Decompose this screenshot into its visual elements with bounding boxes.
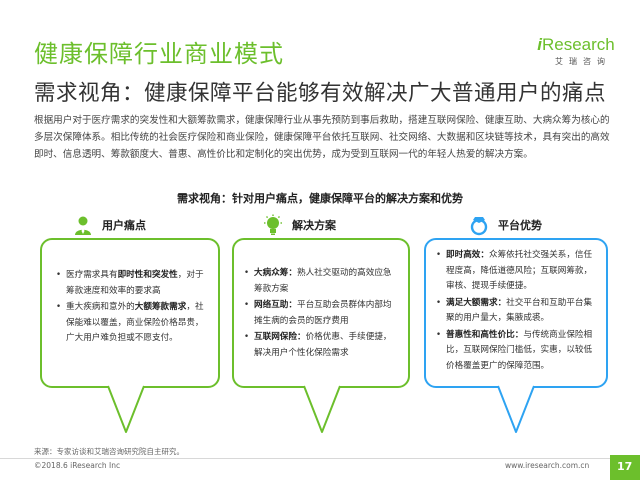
logo-research: Research [541, 35, 615, 54]
logo-i: i [537, 35, 542, 54]
advantages-list: 即时高效：众筹依托社交强关系，信任程度高，降低道德风险；互联网筹款，审核、提现手… [436, 248, 596, 374]
logo-wordmark: iResearch [526, 35, 626, 55]
ring-icon [468, 214, 490, 236]
iresearch-logo: iResearch 艾瑞咨询 [526, 35, 626, 67]
pain-points-card: 医疗需求具有即时性和突发性，对于筹款速度和效率的要求高 重大疾病和意外的大额筹款… [40, 238, 220, 388]
solutions-card-tail [303, 384, 341, 433]
list-item: 普惠性和高性价比：与传统商业保险相比，互联网保险门槛低，实惠，以较低价格覆盖更广… [436, 328, 596, 375]
section-heading: 需求视角：针对用户痛点，健康保障平台的解决方案和优势 [177, 192, 463, 205]
list-item: 医疗需求具有即时性和突发性，对于筹款速度和效率的要求高 [56, 268, 208, 299]
copyright: ©2018.6 iResearch Inc [34, 461, 121, 470]
intro-paragraph: 根据用户对于医疗需求的突发性和大额筹款需求，健康保障行业从事先预防到事后救助，搭… [34, 115, 610, 160]
lightbulb-icon [262, 214, 284, 236]
list-item: 互联网保险：价格优惠、手续便捷，解决用户个性化保险需求 [244, 330, 398, 361]
solutions-list: 大病众筹：熟人社交驱动的高效应急筹款方案 网络互助：平台互助会员群体内部均摊生病… [244, 266, 398, 361]
list-item: 即时高效：众筹依托社交强关系，信任程度高，降低道德风险；互联网筹款，审核、提现手… [436, 248, 596, 295]
page-subtitle: 需求视角：健康保障平台能够有效解决广大普通用户的痛点 [34, 81, 607, 106]
column-label: 解决方案 [292, 219, 336, 232]
column-label: 平台优势 [498, 219, 542, 232]
website-link[interactable]: www.iresearch.com.cn [505, 461, 590, 470]
user-icon [72, 214, 94, 236]
page-number-badge [610, 455, 640, 480]
list-item: 满足大额需求：社交平台和互助平台集聚的用户量大，集腋成裘。 [436, 296, 596, 327]
source-note: 来源：专家访谈和艾瑞咨询研究院自主研究。 [34, 447, 184, 456]
solutions-card: 大病众筹：熟人社交驱动的高效应急筹款方案 网络互助：平台互助会员群体内部均摊生病… [232, 238, 410, 388]
page-number: 17 [617, 460, 633, 473]
logo-subtitle: 艾瑞咨询 [555, 57, 611, 66]
column-label: 用户痛点 [102, 219, 146, 232]
advantages-card: 即时高效：众筹依托社交强关系，信任程度高，降低道德风险；互联网筹款，审核、提现手… [424, 238, 608, 388]
list-item: 网络互助：平台互助会员群体内部均摊生病的会员的医疗费用 [244, 298, 398, 329]
advantages-card-tail [497, 384, 535, 433]
column-header-advantages: 平台优势 [468, 210, 542, 240]
column-header-solutions: 解决方案 [262, 210, 336, 240]
list-item: 重大疾病和意外的大额筹款需求，社保能难以覆盖，商业保险价格昂贵，广大用户难负担或… [56, 300, 208, 347]
page-title: 健康保障行业商业模式 [34, 40, 284, 68]
pain-points-card-tail [107, 384, 145, 433]
pain-points-list: 医疗需求具有即时性和突发性，对于筹款速度和效率的要求高 重大疾病和意外的大额筹款… [56, 268, 208, 347]
column-header-pain-points: 用户痛点 [72, 210, 146, 240]
list-item: 大病众筹：熟人社交驱动的高效应急筹款方案 [244, 266, 398, 297]
footer-divider [0, 458, 640, 459]
